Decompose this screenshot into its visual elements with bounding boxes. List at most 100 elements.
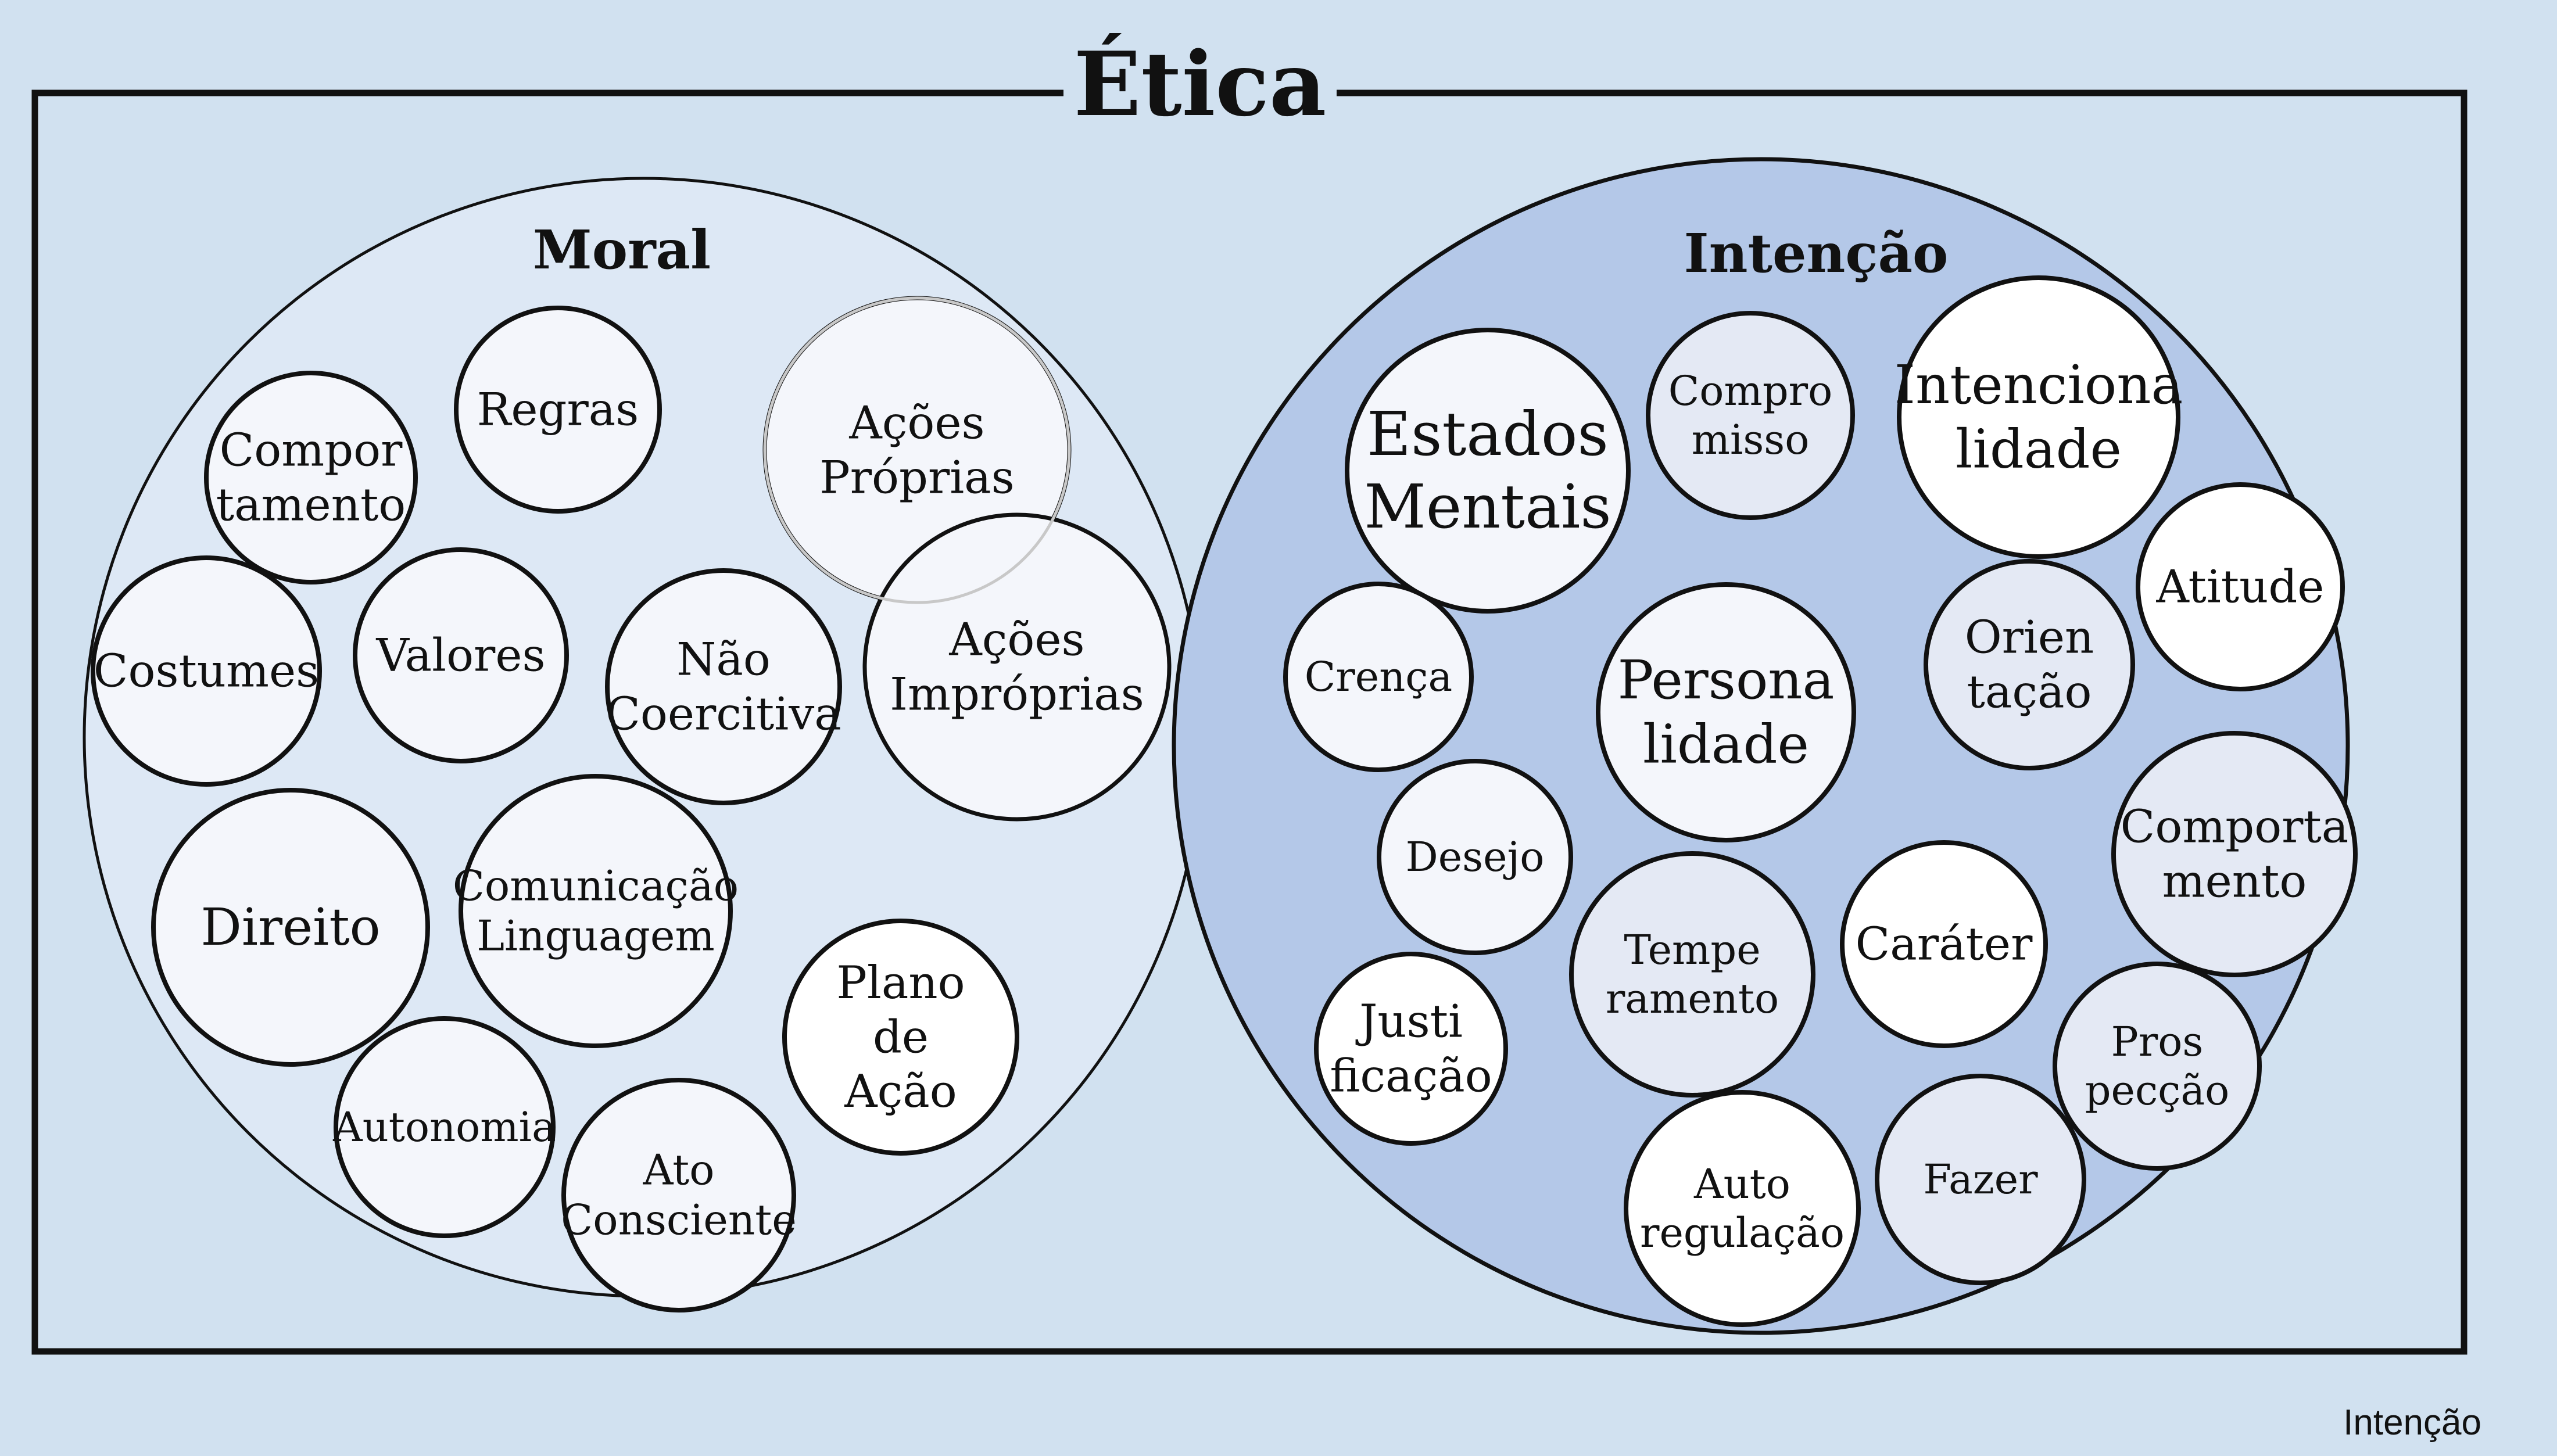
bubble-label-autonomia-0: Autonomia	[332, 1103, 556, 1151]
bubble-circle-atitude	[2136, 482, 2345, 691]
bubble-circle-crenca	[1283, 582, 1474, 772]
bubble-label-plano-de-acao-1: de	[873, 1012, 929, 1064]
bubble-valores: Valores	[353, 547, 569, 763]
bubble-label-plano-de-acao-2: Ação	[844, 1066, 957, 1118]
bubble-circle-desejo	[1377, 759, 1573, 955]
bubble-label-crenca-0: Crença	[1305, 653, 1452, 701]
bubble-label-comunicacao-linguagem-0: Comunicação	[453, 861, 739, 910]
bubble-circle-ato-consciente	[561, 1078, 796, 1312]
bubble-label-comporta-mento-0: Comporta	[2121, 801, 2349, 853]
bubble-label-orien-tacao-0: Orien	[1965, 612, 2094, 664]
bubble-label-compro-misso-1: misso	[1692, 416, 1810, 464]
bubble-circle-valores	[353, 547, 569, 763]
bubble-circle-comunicacao-linguagem	[459, 774, 733, 1048]
bubble-circle-pros-peccao	[2053, 962, 2262, 1171]
bubble-fazer: Fazer	[1875, 1074, 2086, 1285]
bubble-label-valores-0: Valores	[375, 630, 545, 682]
bubble-circle-auto-regulacao	[1624, 1090, 1861, 1327]
bubble-label-costumes-0: Costumes	[94, 645, 319, 698]
intencao-group-label: Intenção	[1684, 222, 1949, 285]
bubble-circle-carater	[1840, 840, 2048, 1048]
bubble-circle-intenciona-lidade	[1897, 275, 2180, 559]
bubble-label-compor-tamento-0: Compor	[220, 425, 403, 477]
bubble-label-orien-tacao-1: tação	[1967, 666, 2092, 718]
bubble-label-nao-coercitiva-1: Coercitiva	[606, 688, 841, 740]
bubble-circle-compro-misso	[1646, 311, 1855, 520]
footer-caption: Intenção	[2343, 1403, 2481, 1443]
bubble-label-acoes-proprias-1: Próprias	[819, 451, 1014, 504]
title-gap	[1063, 81, 1337, 105]
bubble-autonomia: Autonomia	[332, 1016, 556, 1238]
bubble-label-ato-consciente-1: Consciente	[561, 1196, 797, 1245]
bubble-circle-direito	[151, 788, 430, 1067]
bubble-label-fazer-0: Fazer	[1923, 1156, 2038, 1203]
bubble-label-comunicacao-linguagem-1: Linguagem	[477, 912, 715, 960]
bubble-label-auto-regulacao-1: regulação	[1640, 1209, 1845, 1257]
bubble-label-regras-0: Regras	[477, 384, 639, 436]
bubble-label-direito-0: Direito	[200, 897, 380, 957]
bubble-circle-fazer	[1875, 1074, 2086, 1285]
bubble-label-estados-mentais-1: Mentais	[1364, 471, 1611, 542]
bubble-label-atitude-0: Atitude	[2156, 561, 2325, 614]
bubble-circle-tempe-ramento	[1569, 851, 1815, 1098]
bubble-label-acoes-improprias-0: Ações	[948, 614, 1084, 666]
bubble-label-pros-peccao-0: Pros	[2111, 1018, 2204, 1066]
bubble-circle-acoes-improprias	[862, 512, 1172, 822]
moral-group-label: Moral	[533, 218, 711, 281]
bubble-circle-justi-ficacao	[1314, 952, 1508, 1146]
bubble-label-auto-regulacao-0: Auto	[1693, 1160, 1790, 1208]
bubble-label-nao-coercitiva-0: Não	[676, 634, 771, 686]
bubble-costumes: Costumes	[91, 555, 322, 787]
bubble-circle-costumes	[91, 555, 322, 787]
bubble-circle-nao-coercitiva	[605, 568, 842, 805]
bubble-label-tempe-ramento-1: ramento	[1606, 975, 1779, 1023]
diagram-title: Ética	[1074, 32, 1327, 136]
bubble-label-persona-lidade-0: Persona	[1618, 649, 1835, 711]
acoes-proprias-overlap-outline	[763, 296, 1071, 604]
bubble-desejo: Desejo	[1377, 759, 1573, 955]
bubble-label-justi-ficacao-0: Justi	[1355, 996, 1463, 1048]
bubble-circle-orien-tacao	[1924, 559, 2135, 770]
bubble-label-carater-0: Caráter	[1856, 919, 2033, 971]
bubble-crenca: Crença	[1283, 582, 1474, 772]
bubble-circle-estados-mentais	[1345, 328, 1631, 614]
bubble-label-intenciona-lidade-1: lidade	[1956, 418, 2122, 480]
bubble-direito: Direito	[151, 788, 430, 1067]
bubble-circle-autonomia	[334, 1016, 556, 1238]
bubble-label-estados-mentais-0: Estados	[1367, 399, 1609, 469]
bubble-label-pros-peccao-1: pecção	[2085, 1067, 2230, 1114]
bubble-regras: Regras	[454, 306, 662, 514]
bubble-circle-compor-tamento	[204, 371, 418, 584]
bubble-label-persona-lidade-1: lidade	[1643, 713, 1809, 775]
bubble-circle-comporta-mento	[2111, 731, 2358, 977]
bubble-label-tempe-ramento-0: Tempe	[1624, 926, 1760, 974]
bubble-label-acoes-improprias-1: Impróprias	[890, 668, 1144, 720]
bubble-label-plano-de-acao-0: Plano	[836, 957, 965, 1009]
bubble-label-intenciona-lidade-0: Intenciona	[1895, 354, 2183, 416]
bubble-carater: Caráter	[1840, 840, 2048, 1048]
bubble-circle-regras	[454, 306, 662, 514]
bubble-label-acoes-proprias-0: Ações	[848, 397, 984, 450]
bubble-label-desejo-0: Desejo	[1406, 833, 1545, 881]
bubble-label-justi-ficacao-1: ficação	[1330, 1050, 1492, 1102]
bubble-label-compor-tamento-1: tamento	[216, 479, 406, 531]
bubble-circle-persona-lidade	[1596, 582, 1856, 842]
bubble-label-compro-misso-0: Compro	[1668, 367, 1833, 415]
bubble-label-comporta-mento-1: mento	[2162, 855, 2307, 908]
